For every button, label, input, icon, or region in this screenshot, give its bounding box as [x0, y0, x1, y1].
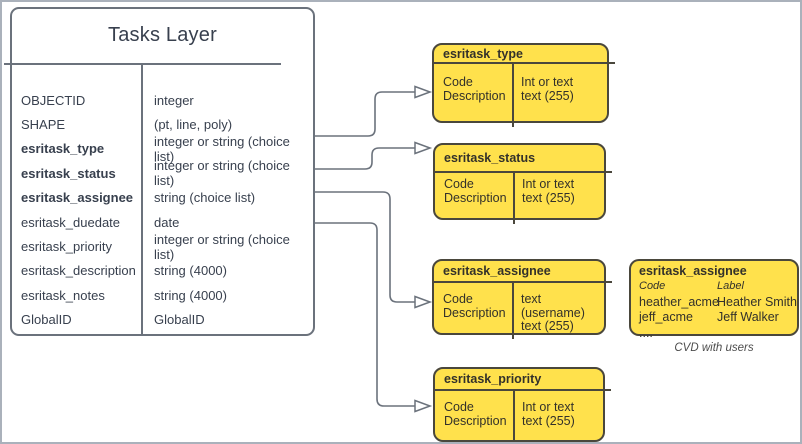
connector-esritask-type — [315, 91, 415, 137]
field-name: esritask_type — [21, 141, 105, 157]
field-type: integer or string (choice list) — [154, 158, 290, 189]
field-type: date — [154, 214, 180, 230]
column-divider — [512, 62, 514, 127]
field-name: esritask_status — [21, 165, 116, 181]
cvd-table: Code Label heather_acme Heather Smith je… — [639, 280, 797, 340]
choice-list-title: esritask_priority — [444, 372, 542, 386]
connector-esritask-priority — [315, 222, 415, 407]
field-type: integer or string (choice list) — [154, 133, 290, 164]
field-type: GlobalID — [154, 312, 205, 328]
field-type: string (4000) — [154, 287, 227, 303]
cvd-col-header: Code — [639, 280, 666, 292]
connector-esritask-status — [315, 147, 415, 170]
field-name: OBJECTID — [21, 92, 86, 108]
table-row: esritask_assignee string (choice list) — [12, 186, 313, 210]
field-type: string (4000) — [154, 263, 227, 279]
field-name: esritask_notes — [21, 287, 105, 303]
open-arrowhead-icon — [414, 295, 433, 309]
field-type: integer or string (choice list) — [154, 231, 290, 262]
field-name: esritask_duedate — [21, 214, 121, 230]
open-arrowhead-icon — [414, 85, 433, 99]
column-divider — [141, 64, 143, 334]
table-row: OBJECTID integer — [12, 88, 313, 112]
choice-list-title: esritask_type — [443, 46, 523, 61]
cvd-caption: CVD with users — [674, 342, 754, 354]
open-arrowhead-icon — [414, 399, 433, 413]
column-divider — [513, 389, 515, 442]
field-name: esritask_priority — [21, 239, 113, 255]
cvd-more-ellipsis: .... — [639, 325, 653, 340]
cvd-title: esritask_assignee — [639, 264, 747, 278]
field-name: GlobalID — [21, 312, 72, 328]
title-underline — [433, 389, 611, 391]
connector-esritask-assignee — [315, 191, 415, 303]
tasks-layer-table: Tasks Layer OBJECTID integer SHAPE (pt, li… — [4, 7, 315, 336]
column-divider — [513, 171, 515, 224]
field-type: (pt, line, poly) — [154, 117, 233, 133]
table-row: esritask_priority integer or string (choi… — [12, 232, 313, 262]
cvd-users-box: esritask_assignee Code Label heather_acm… — [629, 259, 799, 339]
cvd-user-code: heather_acme — [639, 294, 719, 309]
table-row: GlobalID GlobalID — [12, 308, 313, 332]
field-type: string (choice list) — [154, 190, 256, 206]
table-row: esritask_type integer or string (choice l… — [12, 133, 313, 164]
choice-list-title: esritask_assignee — [443, 264, 551, 278]
title-underline — [433, 171, 612, 173]
table-row: SHAPE (pt, line, poly) — [12, 112, 313, 136]
table-row: esritask_notes string (4000) — [12, 283, 313, 307]
cvd-user-label: Heather Smith — [717, 294, 797, 309]
tasks-layer-title: Tasks Layer — [108, 23, 217, 46]
open-arrowhead-icon — [414, 141, 433, 155]
field-types: text (username)text (255) — [521, 292, 585, 333]
column-divider — [512, 281, 514, 339]
field-name: esritask_assignee — [21, 190, 134, 206]
table-row: esritask_status integer or string (choice… — [12, 158, 313, 189]
choice-list-title: esritask_status — [444, 151, 536, 165]
title-underline — [432, 281, 612, 283]
cvd-col-header: Label — [717, 280, 744, 292]
field-rows: OBJECTID integer SHAPE (pt, line, poly) es… — [12, 65, 313, 332]
field-name: esritask_description — [21, 263, 136, 279]
table-row: esritask_description string (4000) — [12, 259, 313, 283]
field-name: SHAPE — [21, 117, 66, 133]
field-type: integer — [154, 92, 194, 108]
table-row: esritask_duedate date — [12, 210, 313, 234]
cvd-user-label: Jeff Walker — [717, 310, 779, 324]
title-underline — [432, 62, 615, 64]
cvd-user-code: jeff_acme — [639, 310, 693, 324]
